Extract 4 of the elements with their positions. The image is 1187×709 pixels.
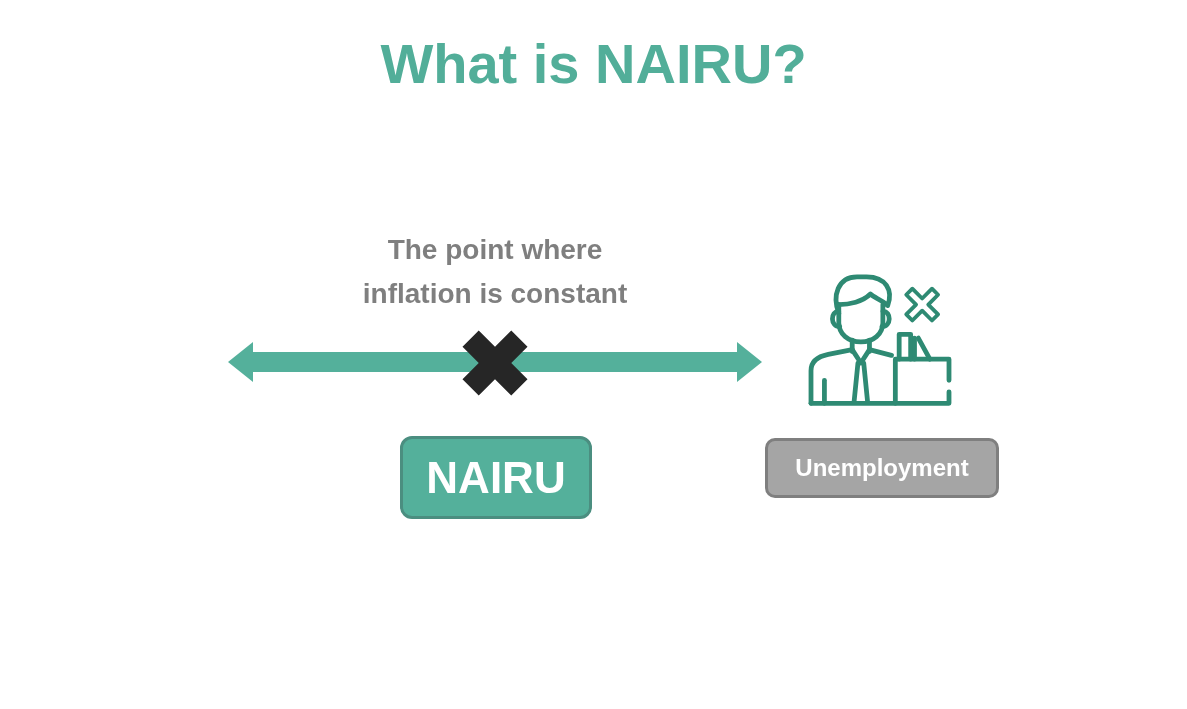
highlight-box: NAIRU xyxy=(400,436,592,519)
title: What is NAIRU? xyxy=(379,31,808,97)
annotation-text: The point where inflation is constant xyxy=(361,233,629,311)
category-box: Unemployment xyxy=(765,438,999,498)
